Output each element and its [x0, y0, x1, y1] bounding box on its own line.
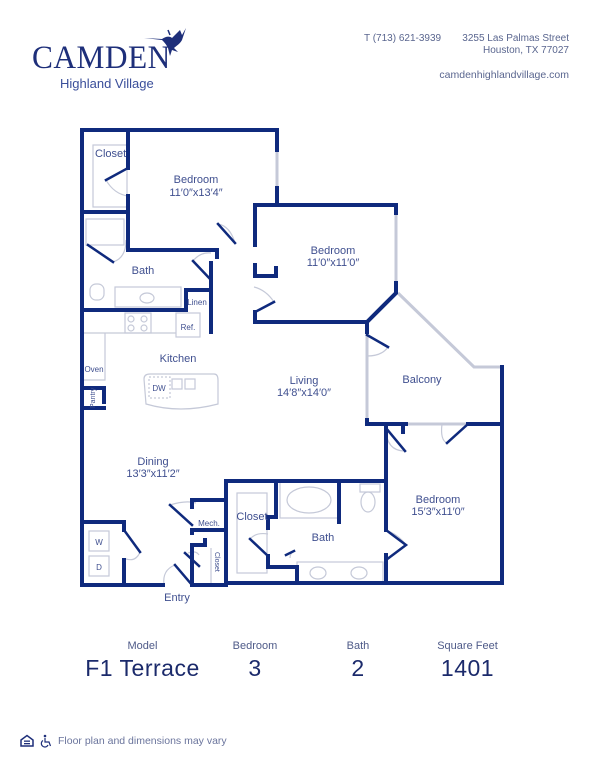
closet-label: Closet [95, 148, 126, 160]
closet-2-label: Closet [236, 511, 267, 523]
bedroom-value: 3 [248, 655, 262, 681]
sqft-label: Square Feet [437, 640, 498, 652]
living-dim: 14′8″x14′0″ [277, 387, 331, 399]
balcony-rail [396, 291, 502, 369]
mech-label: Mech. [198, 519, 220, 528]
sqft-stat: Square Feet 1401 [420, 640, 515, 682]
bath-2-label: Bath [312, 532, 335, 544]
closet-3-label: Closet [213, 552, 220, 572]
disclaimer-text: Floor plan and dimensions may vary [58, 735, 227, 747]
footer: Floor plan and dimensions may vary [20, 734, 227, 748]
model-value: F1 Terrace [85, 655, 200, 681]
bedroom-2-label: Bedroom [311, 245, 356, 257]
bath-vanity-1 [114, 286, 182, 308]
bath-value: 2 [351, 655, 365, 681]
oven-label: Oven [84, 365, 103, 374]
dryer-label: D [96, 563, 102, 572]
dw-label: DW [152, 384, 166, 393]
toilet-tank [359, 483, 381, 493]
address-line2: Houston, TX 77027 [483, 45, 569, 56]
washer-label: W [95, 538, 103, 547]
website-link[interactable]: camdenhighlandvillage.com [439, 69, 569, 81]
bedroom-stat: Bedroom 3 [215, 640, 295, 682]
dining-label: Dining [137, 456, 168, 468]
model-label: Model [127, 640, 158, 652]
bedroom-2-dim: 11′0″x11′0″ [307, 257, 360, 269]
bedroom-label: Bedroom [232, 640, 278, 652]
hummingbird-icon [144, 28, 186, 56]
bedroom-3-label: Bedroom [416, 494, 461, 506]
closet-shelf-2 [236, 492, 268, 574]
bath-label: Bath [346, 640, 370, 652]
bath-stat: Bath 2 [318, 640, 398, 682]
bedroom-3-dim: 15′3″x11′0″ [411, 506, 464, 518]
model-stat: Model F1 Terrace [70, 640, 215, 682]
ref-label: Ref. [181, 323, 196, 332]
bath-1-label: Bath [132, 265, 155, 277]
living-label: Living [290, 375, 319, 387]
address-line1: 3255 Las Palmas Street [462, 33, 569, 44]
dryer [88, 555, 110, 577]
balcony-label: Balcony [402, 374, 442, 386]
equal-housing-icon [20, 734, 34, 747]
closet-shelf [92, 144, 128, 208]
entry-label: Entry [164, 592, 190, 604]
shower [85, 218, 125, 246]
brand-name: CAMDEN [32, 40, 171, 76]
accessibility-icon [40, 734, 52, 748]
sink-icon [139, 292, 155, 304]
refrigerator [175, 312, 201, 338]
kitchen-island [143, 373, 219, 410]
washer [88, 530, 110, 552]
kitchen-counter [84, 332, 176, 381]
toilet-icon [89, 283, 105, 301]
sqft-value: 1401 [440, 655, 495, 681]
bedroom-1-dim: 11′0″x13′4″ [169, 187, 222, 199]
linen-label: Linen [187, 298, 207, 307]
dining-dim: 13′3″x11′2″ [126, 468, 179, 480]
phone-number[interactable]: T (713) 621-3939 [364, 33, 442, 44]
kitchen-label: Kitchen [160, 353, 197, 365]
brand-subtitle: Highland Village [60, 76, 154, 91]
floor-plan: Closet Bedroom 11′0″x13′4″ Bedroom 11′0″… [80, 128, 504, 604]
bedroom-1-label: Bedroom [174, 174, 219, 186]
pantry-label: Pantry [90, 387, 97, 408]
